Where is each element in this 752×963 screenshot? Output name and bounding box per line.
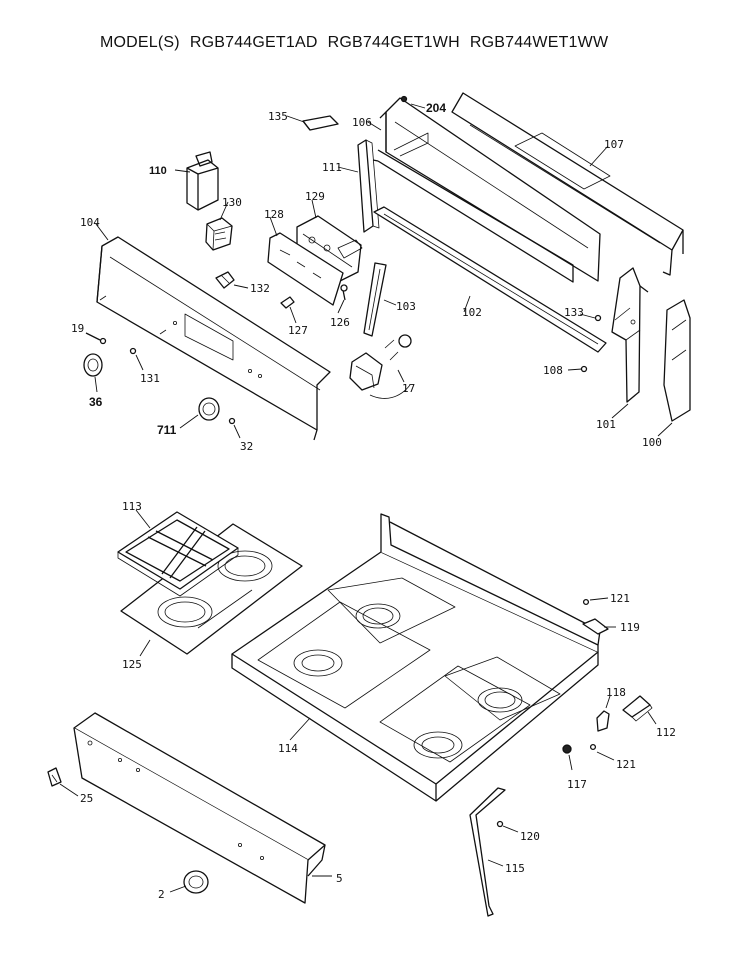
- part-101-end-bracket: [611, 267, 649, 403]
- callout-32: 32: [240, 440, 253, 453]
- callout-711: 711: [157, 423, 177, 437]
- callout-113: 113: [122, 500, 142, 513]
- part-115-rod: [469, 787, 506, 917]
- callout-115: 115: [505, 862, 525, 875]
- callout-106: 106: [352, 116, 372, 129]
- part-110-transformer: [186, 151, 219, 211]
- part-103-harness: [363, 262, 387, 337]
- part-32-screw: [228, 417, 236, 425]
- callout-25: 25: [80, 792, 93, 805]
- callout-107: 107: [604, 138, 624, 151]
- callout-121-bottom: 121: [616, 758, 636, 771]
- part-100-end-cap: [663, 299, 691, 422]
- part-132-clip: [215, 271, 235, 289]
- callout-117: 117: [567, 778, 587, 791]
- model-header: MODEL(S) RGB744GET1AD RGB744GET1WH RGB744WE…: [100, 34, 618, 52]
- callout-127: 127: [288, 324, 308, 337]
- callout-19: 19: [71, 322, 84, 335]
- callout-108: 108: [543, 364, 563, 377]
- callout-17: 17: [402, 382, 415, 395]
- callout-111: 111: [322, 161, 342, 174]
- part-104-control-panel: [96, 236, 331, 441]
- part-19-screw: [85, 332, 107, 345]
- callout-101: 101: [596, 418, 616, 431]
- callout-110: 110: [149, 165, 167, 177]
- callout-133: 133: [564, 306, 584, 319]
- callout-5: 5: [336, 872, 343, 885]
- callout-112: 112: [656, 726, 676, 739]
- callout-135: 135: [268, 110, 288, 123]
- part-36-knob: [83, 353, 103, 377]
- part-128-overlay: [267, 232, 344, 306]
- callout-100: 100: [642, 436, 662, 449]
- model-1: RGB744GET1AD: [189, 34, 318, 51]
- part-106-backguard: [379, 97, 601, 282]
- part-2-knob: [183, 870, 209, 894]
- callout-36: 36: [89, 395, 103, 409]
- callout-114: 114: [278, 742, 298, 755]
- part-108-screw: [580, 365, 588, 373]
- model-3: RGB744WET1WW: [469, 34, 609, 51]
- callout-103: 103: [396, 300, 416, 313]
- callout-131: 131: [140, 372, 160, 385]
- part-118-bracket: [596, 710, 610, 732]
- callout-128: 128: [264, 208, 284, 221]
- part-111-bracket: [357, 139, 380, 233]
- part-133-screw: [594, 314, 602, 322]
- leader-lines: [59, 103, 673, 893]
- part-112-bracket: [622, 695, 653, 722]
- callout-102: 102: [462, 306, 482, 319]
- part-204-screw: [400, 95, 408, 103]
- part-102-manifold: [372, 149, 607, 353]
- callout-120: 120: [520, 830, 540, 843]
- part-114-cooktop: [231, 513, 601, 802]
- callout-121-top: 121: [610, 592, 630, 605]
- callout-labels: 204 135 106 107 110 111 130 129 128 104 …: [71, 101, 676, 901]
- callout-130: 130: [222, 196, 242, 209]
- callout-129: 129: [305, 190, 325, 203]
- callout-119: 119: [620, 621, 640, 634]
- callout-2: 2: [158, 888, 165, 901]
- part-25-clip: [47, 767, 62, 787]
- callout-126: 126: [330, 316, 350, 329]
- part-121-screws: [582, 598, 597, 751]
- model-prefix: MODEL(S): [100, 34, 180, 51]
- callout-125: 125: [122, 658, 142, 671]
- part-107-top-cover: [451, 92, 684, 276]
- callout-118: 118: [606, 686, 626, 699]
- part-126-screw: [340, 284, 348, 301]
- part-17-switch: [349, 334, 412, 399]
- part-130-relay: [205, 217, 233, 251]
- part-131-clip: [129, 347, 137, 355]
- part-5-manifold-cover: [73, 712, 326, 904]
- part-119-bracket: [582, 618, 609, 635]
- part-117-grommet: [562, 744, 572, 754]
- callout-204: 204: [426, 101, 446, 115]
- part-127-lamp: [280, 296, 295, 309]
- part-113-grate: [117, 511, 239, 597]
- callout-132: 132: [250, 282, 270, 295]
- callout-104: 104: [80, 216, 100, 229]
- part-711-knob: [198, 397, 220, 421]
- part-135-cap: [302, 115, 339, 131]
- model-2: RGB744GET1WH: [327, 34, 460, 51]
